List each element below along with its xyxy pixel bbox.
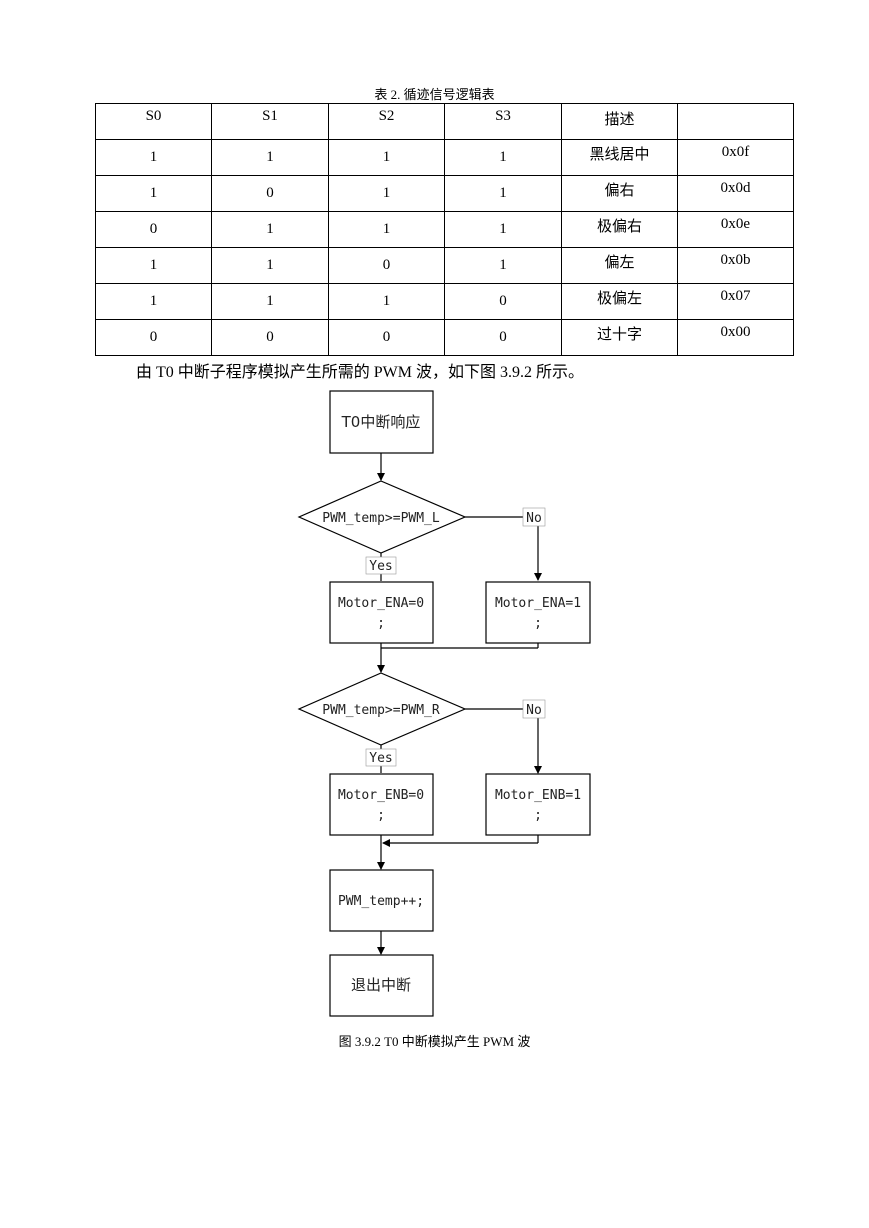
- cell-s3: 1: [444, 247, 562, 284]
- header-s1: S1: [211, 103, 329, 140]
- yes-label-bg-2: [365, 748, 397, 767]
- cell-description: 过十字: [561, 319, 678, 356]
- cell-s2: 1: [328, 283, 445, 320]
- no-label-bg-1: [522, 507, 546, 527]
- no-label-bg-2: [522, 699, 546, 719]
- table-row: 1 0 1 1 偏右 0x0d: [95, 175, 794, 212]
- yes-label-2: Yes: [369, 751, 392, 766]
- cell-code: 0x0b: [677, 247, 794, 284]
- enb1-label: Motor_ENB=1: [495, 788, 581, 803]
- decision-r-label: PWM_temp>=PWM_R: [322, 703, 440, 718]
- table-header-row: S0 S1 S2 S3 描述: [95, 103, 794, 140]
- logic-table: S0 S1 S2 S3 描述 1 1 1 1 黑线居中 0x0f 1 0 1 1…: [95, 103, 794, 356]
- cell-s2: 1: [328, 211, 445, 248]
- cell-s1: 0: [211, 319, 329, 356]
- cell-s1: 1: [211, 139, 329, 176]
- enb1-semicolon: ;: [534, 808, 542, 823]
- cell-s3: 0: [444, 283, 562, 320]
- cell-s0: 1: [95, 247, 212, 284]
- cell-description: 偏右: [561, 175, 678, 212]
- exit-box: [329, 954, 434, 1017]
- cell-s2: 1: [328, 139, 445, 176]
- body-paragraph: 由 T0 中断子程序模拟产生所需的 PWM 波，如下图 3.9.2 所示。: [136, 364, 585, 381]
- cell-code: 0x0e: [677, 211, 794, 248]
- ena0-semicolon: ;: [377, 616, 385, 631]
- cell-s3: 1: [444, 175, 562, 212]
- enb0-box: [329, 773, 434, 836]
- ena0-label: Motor_ENA=0: [338, 596, 424, 611]
- cell-s1: 1: [211, 247, 329, 284]
- header-s0: S0: [95, 103, 212, 140]
- cell-s0: 1: [95, 175, 212, 212]
- ena1-box: [485, 581, 591, 644]
- yes-label-1: Yes: [369, 559, 392, 574]
- table-row: 1 1 1 0 极偏左 0x07: [95, 283, 794, 320]
- ena1-semicolon: ;: [534, 616, 542, 631]
- cell-s0: 1: [95, 283, 212, 320]
- table-row: 0 0 0 0 过十字 0x00: [95, 319, 794, 356]
- header-s2: S2: [328, 103, 445, 140]
- enb0-semicolon: ;: [377, 808, 385, 823]
- cell-s3: 0: [444, 319, 562, 356]
- no-label-1: No: [526, 511, 542, 526]
- cell-description: 极偏右: [561, 211, 678, 248]
- enb0-label: Motor_ENB=0: [338, 788, 424, 803]
- table-row: 0 1 1 1 极偏右 0x0e: [95, 211, 794, 248]
- table-row: 1 1 1 1 黑线居中 0x0f: [95, 139, 794, 176]
- no-label-2: No: [526, 703, 542, 718]
- exit-label: 退出中断: [351, 976, 411, 994]
- yes-label-bg-1: [365, 556, 397, 575]
- cell-description: 黑线居中: [561, 139, 678, 176]
- start-box-label: T0中断响应: [341, 413, 421, 431]
- table-row: 1 1 0 1 偏左 0x0b: [95, 247, 794, 284]
- header-description: 描述: [561, 103, 678, 140]
- cell-s2: 0: [328, 319, 445, 356]
- cell-code: 0x00: [677, 319, 794, 356]
- table-caption: 表 2. 循迹信号逻辑表: [374, 87, 495, 102]
- figure-caption: 图 3.9.2 T0 中断模拟产生 PWM 波: [338, 1034, 531, 1049]
- increment-label: PWM_temp++;: [338, 894, 424, 909]
- cell-code: 0x0f: [677, 139, 794, 176]
- enb1-box: [485, 773, 591, 836]
- cell-s0: 1: [95, 139, 212, 176]
- cell-s1: 1: [211, 283, 329, 320]
- ena0-box: [329, 581, 434, 644]
- ena1-label: Motor_ENA=1: [495, 596, 581, 611]
- decision-l-label: PWM_temp>=PWM_L: [322, 511, 440, 526]
